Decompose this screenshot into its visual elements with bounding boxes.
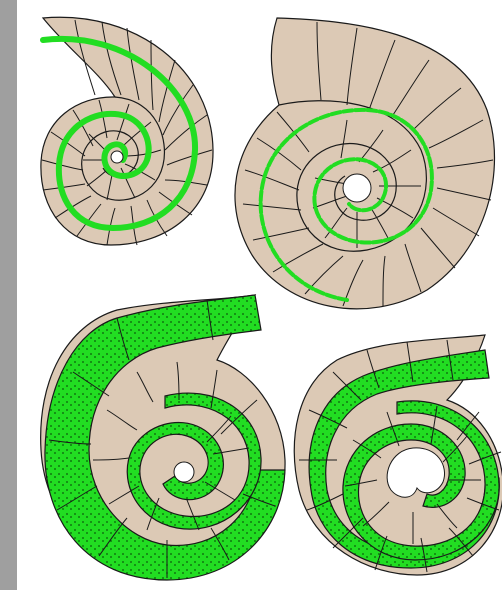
shell-top-left — [41, 17, 213, 245]
shell-bottom-right — [294, 335, 502, 575]
shell-bottom-left-umbilicus — [174, 462, 194, 482]
shell-top-right — [235, 18, 495, 309]
shell-top-right-umbilicus — [343, 174, 371, 202]
shell-top-left-umbilicus — [111, 151, 123, 163]
shell-bottom-right-umbilicus — [387, 448, 444, 497]
shell-top-right-body — [235, 18, 495, 309]
ammonite-diagram — [17, 0, 502, 590]
shell-bottom-left — [41, 295, 285, 580]
figure-panel — [17, 0, 502, 590]
